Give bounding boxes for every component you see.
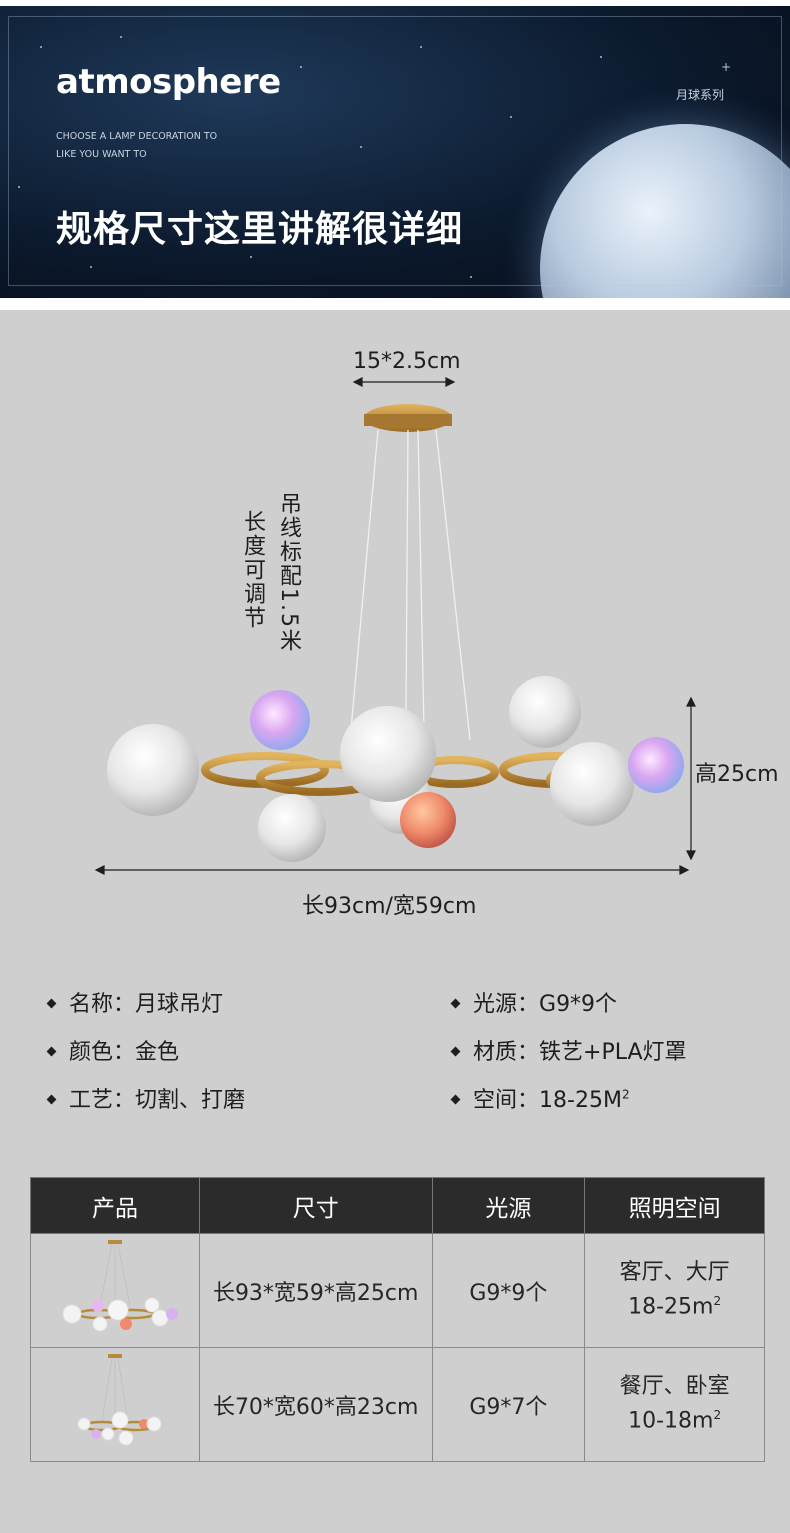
spec-light-source: 光源：G9*9个	[450, 986, 617, 1018]
canopy-size-label: 15*2.5cm	[353, 349, 461, 374]
lamp-thumbnail-9	[62, 1239, 178, 1331]
spec-name: 名称：月球吊灯	[46, 986, 223, 1018]
height-label: 高25cm	[695, 762, 779, 787]
moon-globe-low	[258, 794, 326, 862]
moon-globe-center	[340, 706, 436, 802]
spec-space: 空间：18-25M2	[450, 1082, 630, 1114]
space-cell: 客厅、大厅 18-25m2	[584, 1233, 765, 1348]
canopy-dim-arrow	[352, 377, 456, 387]
moon-globe-left	[107, 724, 199, 816]
table-header-row: 产品 尺寸 光源 照明空间	[30, 1177, 765, 1234]
tagline-line-2: LIKE YOU WANT TO	[56, 149, 147, 160]
brand-tagline: CHOOSE A LAMP DECORATION TO LIKE YOU WAN…	[56, 128, 217, 164]
banner-frame	[8, 16, 782, 286]
galaxy-globe-right	[628, 737, 684, 793]
bullet-icon	[450, 1094, 461, 1104]
table-row: 长70*宽60*高23cm G9*7个 餐厅、卧室 10-18m2	[30, 1347, 765, 1462]
product-table: 产品 尺寸 光源 照明空间 长93*宽59*高25cm G9*9个 客厅、大厅	[30, 1177, 765, 1462]
canopy-base	[364, 414, 452, 426]
space-cell: 餐厅、卧室 10-18m2	[584, 1347, 765, 1462]
series-label: 月球系列	[676, 88, 725, 102]
spec-color: 颜色：金色	[46, 1034, 179, 1066]
col-header-space: 照明空间	[584, 1177, 765, 1234]
cable-adjustable-note: 长度可调节	[240, 510, 265, 630]
hanging-cables	[349, 429, 471, 741]
lamp-thumbnail-7	[77, 1353, 162, 1445]
bullet-icon	[450, 1046, 461, 1056]
bullet-icon	[450, 998, 461, 1008]
height-dim-arrow	[686, 696, 696, 861]
col-header-size: 尺寸	[198, 1177, 433, 1234]
plus-mark: +	[721, 60, 732, 74]
product-thumbnail	[30, 1347, 200, 1462]
mars-globe	[400, 792, 456, 848]
moon-globe-right	[550, 742, 634, 826]
galaxy-globe	[250, 690, 310, 750]
light-cell: G9*9个	[431, 1233, 586, 1348]
brand-title: atmosphere	[56, 62, 281, 102]
moon-globe-top-right	[509, 676, 581, 748]
cable-length-note: 吊线标配1.5米	[276, 492, 301, 653]
lamp-diagram	[94, 377, 696, 875]
light-cell: G9*7个	[431, 1347, 586, 1462]
spec-material: 材质：铁艺+PLA灯罩	[450, 1034, 687, 1066]
tagline-line-1: CHOOSE A LAMP DECORATION TO	[56, 131, 218, 142]
bullet-icon	[46, 1094, 57, 1104]
spec-craft: 工艺：切割、打磨	[46, 1082, 245, 1114]
col-header-product: 产品	[30, 1177, 200, 1234]
col-header-light: 光源	[431, 1177, 586, 1234]
bullet-icon	[46, 998, 57, 1008]
product-thumbnail	[30, 1233, 200, 1348]
size-cell: 长70*宽60*高23cm	[198, 1347, 433, 1462]
size-cell: 长93*宽59*高25cm	[198, 1233, 433, 1348]
hero-banner: atmosphere CHOOSE A LAMP DECORATION TO L…	[0, 6, 790, 298]
length-width-label: 长93cm/宽59cm	[302, 894, 477, 919]
section-heading: 规格尺寸这里讲解很详细	[56, 209, 464, 250]
bullet-icon	[46, 1046, 57, 1056]
table-row: 长93*宽59*高25cm G9*9个 客厅、大厅 18-25m2	[30, 1233, 765, 1348]
width-dim-arrow	[94, 865, 690, 875]
